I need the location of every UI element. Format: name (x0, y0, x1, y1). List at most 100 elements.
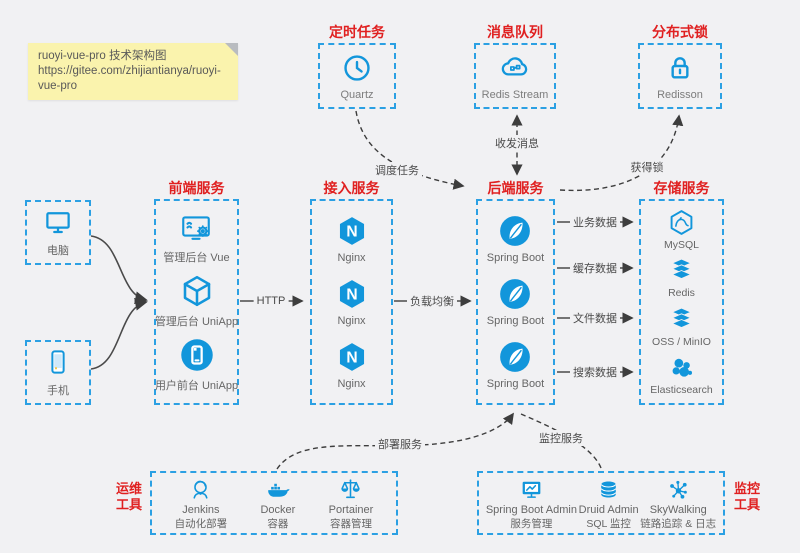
frontend-item-admin-uniapp: 管理后台 UniApp (155, 273, 238, 329)
ops-item-portainer: Portainer 容器管理 (328, 477, 374, 530)
admin-window-gear-icon (179, 211, 213, 245)
backend-title: 后端服务 (487, 180, 544, 196)
database-icon (596, 477, 621, 502)
storage-stack-icon (667, 305, 696, 334)
ops-box: Jenkins 自动化部署 Docker 容器 (150, 471, 398, 535)
monitoring-item-name: Spring Boot Admin (485, 503, 577, 516)
nginx-icon: N (335, 214, 369, 248)
monitoring-item-skywalking: SkyWalking 链路追踪 & 日志 (640, 477, 716, 530)
lock-box: Redisson (638, 43, 722, 109)
spring-boot-icon (498, 214, 532, 248)
gateway-item: N Nginx (335, 340, 369, 390)
gateway-item-label: Nginx (337, 314, 366, 327)
mq-label: Redis Stream (481, 88, 549, 101)
mq-box: Redis Stream (474, 43, 556, 109)
backend-item: Spring Boot (487, 340, 544, 390)
edge-label-http: HTTP (253, 295, 289, 307)
edge-label-get-lock: 获得锁 (627, 159, 667, 175)
note-fold-corner (225, 43, 238, 56)
monitoring-box: Spring Boot Admin 服务管理 Druid Admin SQL 监… (477, 471, 725, 535)
storage-item-label: Elasticsearch (650, 384, 713, 397)
backend-item: Spring Boot (487, 277, 544, 327)
phone-icon (43, 347, 73, 377)
ops-item-desc: 容器管理 (329, 517, 372, 530)
docker-icon (264, 477, 291, 502)
monitoring-item-desc: 链路追踪 & 日志 (640, 517, 717, 530)
ops-title-line1: 运维 (115, 481, 142, 496)
ops-item-jenkins: Jenkins 自动化部署 (175, 477, 227, 530)
edge-label-schedule: 调度任务 (372, 162, 422, 178)
storage-item-label: MySQL (663, 238, 699, 251)
gateway-item: N Nginx (335, 214, 369, 264)
ops-item-docker: Docker 容器 (260, 477, 295, 530)
edge-label-file-data: 文件数据 (570, 310, 620, 326)
nginx-icon: N (335, 277, 369, 311)
desktop-icon (43, 207, 73, 237)
redis-stack-icon (667, 256, 696, 285)
scales-icon (338, 477, 363, 502)
monitoring-item-sba: Spring Boot Admin 服务管理 (486, 477, 577, 530)
storage-item-label: Redis (668, 287, 695, 300)
backend-item-label: Spring Boot (486, 251, 545, 264)
lock-label: Redisson (657, 88, 703, 101)
backend-item: Spring Boot (487, 214, 544, 264)
edge-label-load-balance: 负载均衡 (407, 293, 457, 309)
monitoring-item-name: SkyWalking (649, 503, 707, 516)
storage-box: MySQL Redis OSS / MinIO (639, 199, 724, 405)
lock-icon (664, 52, 696, 84)
client-pc-box: 电脑 (25, 200, 91, 265)
frontend-item-user-uniapp: 用户前台 UniApp (155, 337, 238, 393)
storage-item-label: OSS / MinIO (652, 335, 711, 348)
cloud-stream-icon (498, 52, 532, 84)
ops-item-desc: 容器 (267, 517, 289, 530)
backend-item-label: Spring Boot (486, 314, 545, 327)
frontend-title: 前端服务 (168, 180, 225, 196)
monitoring-title-line2: 工具 (733, 497, 760, 512)
monitoring-item-druid: Druid Admin SQL 监控 (579, 477, 639, 530)
client-mobile-box: 手机 (25, 340, 91, 405)
note-title: ruoyi-vue-pro 技术架构图 (38, 50, 167, 62)
jenkins-icon (188, 477, 213, 502)
edge-label-cache-data: 缓存数据 (570, 260, 620, 276)
storage-item-mysql: MySQL (664, 208, 699, 251)
app-circle-phone-icon (179, 337, 215, 373)
elasticsearch-icon (667, 353, 696, 382)
spring-boot-icon (498, 277, 532, 311)
frontend-item-label: 用户前台 UniApp (154, 380, 239, 392)
edge-label-monitor: 监控服务 (536, 430, 586, 446)
cube-icon (179, 273, 215, 309)
ops-item-name: Jenkins (182, 503, 220, 516)
frontend-item-vue: 管理后台 Vue (163, 211, 230, 265)
ops-title: 运维 工具 (112, 481, 146, 513)
spring-boot-icon (498, 340, 532, 374)
storage-item-es: Elasticsearch (650, 353, 713, 397)
storage-item-redis: Redis (667, 256, 696, 299)
svg-text:N: N (346, 287, 357, 304)
monitor-chart-icon (519, 477, 544, 502)
storage-item-oss: OSS / MinIO (652, 305, 711, 348)
mq-title: 消息队列 (487, 24, 543, 40)
frontend-box: 管理后台 Vue 管理后台 UniApp 用户前台 UniApp (154, 199, 239, 405)
ops-title-line2: 工具 (115, 497, 142, 512)
gateway-box: N Nginx N Nginx N Nginx (310, 199, 393, 405)
client-pc-label: 电脑 (47, 245, 69, 257)
scheduler-title: 定时任务 (329, 24, 385, 40)
monitoring-title: 监控 工具 (730, 481, 764, 513)
nginx-icon: N (335, 340, 369, 374)
lock-title: 分布式锁 (652, 24, 708, 40)
scheduler-box: Quartz (318, 43, 396, 109)
ops-item-name: Docker (260, 503, 296, 516)
topology-icon (666, 477, 691, 502)
gateway-title: 接入服务 (323, 180, 380, 196)
sticky-note: ruoyi-vue-pro 技术架构图 https://gitee.com/zh… (28, 43, 238, 100)
frontend-item-label: 管理后台 UniApp (154, 316, 239, 328)
frontend-item-label: 管理后台 Vue (163, 252, 230, 264)
svg-text:N: N (346, 350, 357, 367)
edge-label-deploy: 部署服务 (375, 436, 425, 452)
edge-label-message: 收发消息 (492, 135, 542, 151)
gateway-item: N Nginx (335, 277, 369, 327)
clock-icon (341, 52, 373, 84)
mysql-icon (667, 208, 696, 237)
ops-item-name: Portainer (328, 503, 374, 516)
edge-label-search-data: 搜索数据 (570, 364, 620, 380)
